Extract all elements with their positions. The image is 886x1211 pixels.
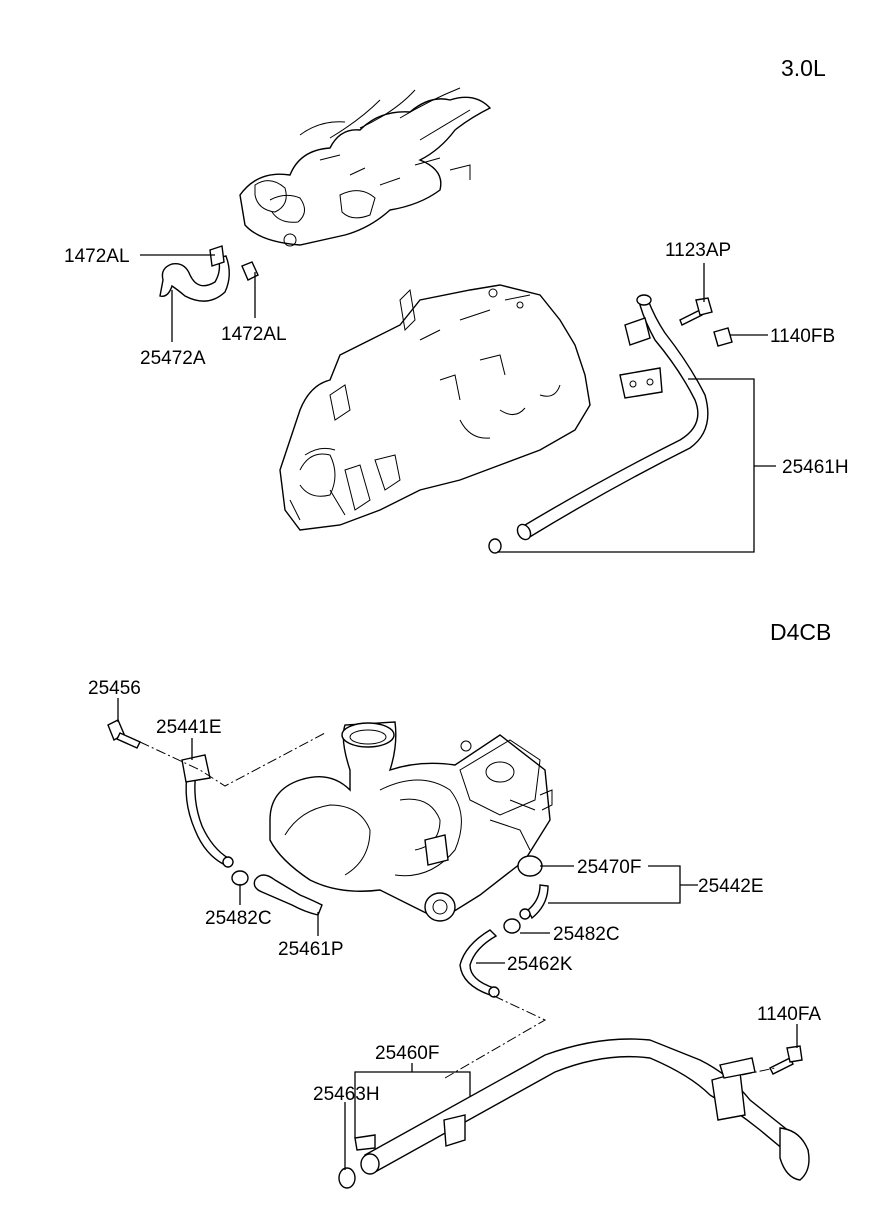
pipe-25460f: [354, 1038, 810, 1181]
hose-25472a: [159, 255, 230, 302]
bolt-1140fa: [769, 1045, 803, 1075]
dash-dot-lines: [139, 732, 776, 1079]
clamp-1472al-upper: [209, 245, 225, 267]
hose-25442e: [519, 884, 549, 920]
leader-lines-bottom: [117, 698, 798, 1170]
intake-manifold-illustration: [239, 87, 492, 247]
label-25456: 25456: [88, 678, 141, 699]
bolt-25456: [107, 719, 141, 749]
label-25462k: 25462K: [507, 954, 573, 975]
o-ring-25463h: [338, 1167, 356, 1189]
label-25463h: 25463H: [313, 1084, 380, 1105]
leader-lines-top: [140, 254, 776, 553]
label-25441e: 25441E: [156, 717, 222, 738]
label-25482c-left: 25482C: [205, 908, 272, 929]
engine-block-illustration: [279, 284, 591, 531]
label-25460f: 25460F: [375, 1043, 439, 1064]
hose-25461p: [253, 874, 323, 916]
hose-25462k: [459, 929, 500, 998]
clamp-25482c-left: [231, 870, 249, 886]
nut-1140fb: [713, 327, 733, 347]
label-1140fa: 1140FA: [757, 1004, 821, 1025]
pipe-25441e: [181, 754, 234, 868]
label-25442e: 25442E: [698, 876, 764, 897]
label-25470f: 25470F: [577, 857, 641, 878]
o-ring-25461h: [488, 538, 502, 554]
label-25482c-right: 25482C: [553, 924, 620, 945]
label-25461h: 25461H: [782, 457, 849, 478]
pipe-25461h: [516, 294, 709, 541]
clamp-1472al-lower: [241, 261, 259, 281]
section-label-3-0l: 3.0L: [781, 55, 826, 81]
label-25472a: 25472A: [140, 348, 206, 369]
clamp-25482c-right: [503, 918, 521, 934]
label-1472al-upper: 1472AL: [64, 246, 130, 267]
section-label-d4cb: D4CB: [770, 619, 831, 645]
label-1123ap: 1123AP: [665, 240, 731, 261]
label-1472al-lower: 1472AL: [221, 324, 287, 345]
turbocharger-illustration: [269, 721, 553, 922]
label-1140fb: 1140FB: [770, 326, 835, 347]
cap-25470f: [517, 855, 543, 877]
label-25461p: 25461P: [278, 939, 344, 960]
bolt-1123ap: [679, 297, 713, 326]
